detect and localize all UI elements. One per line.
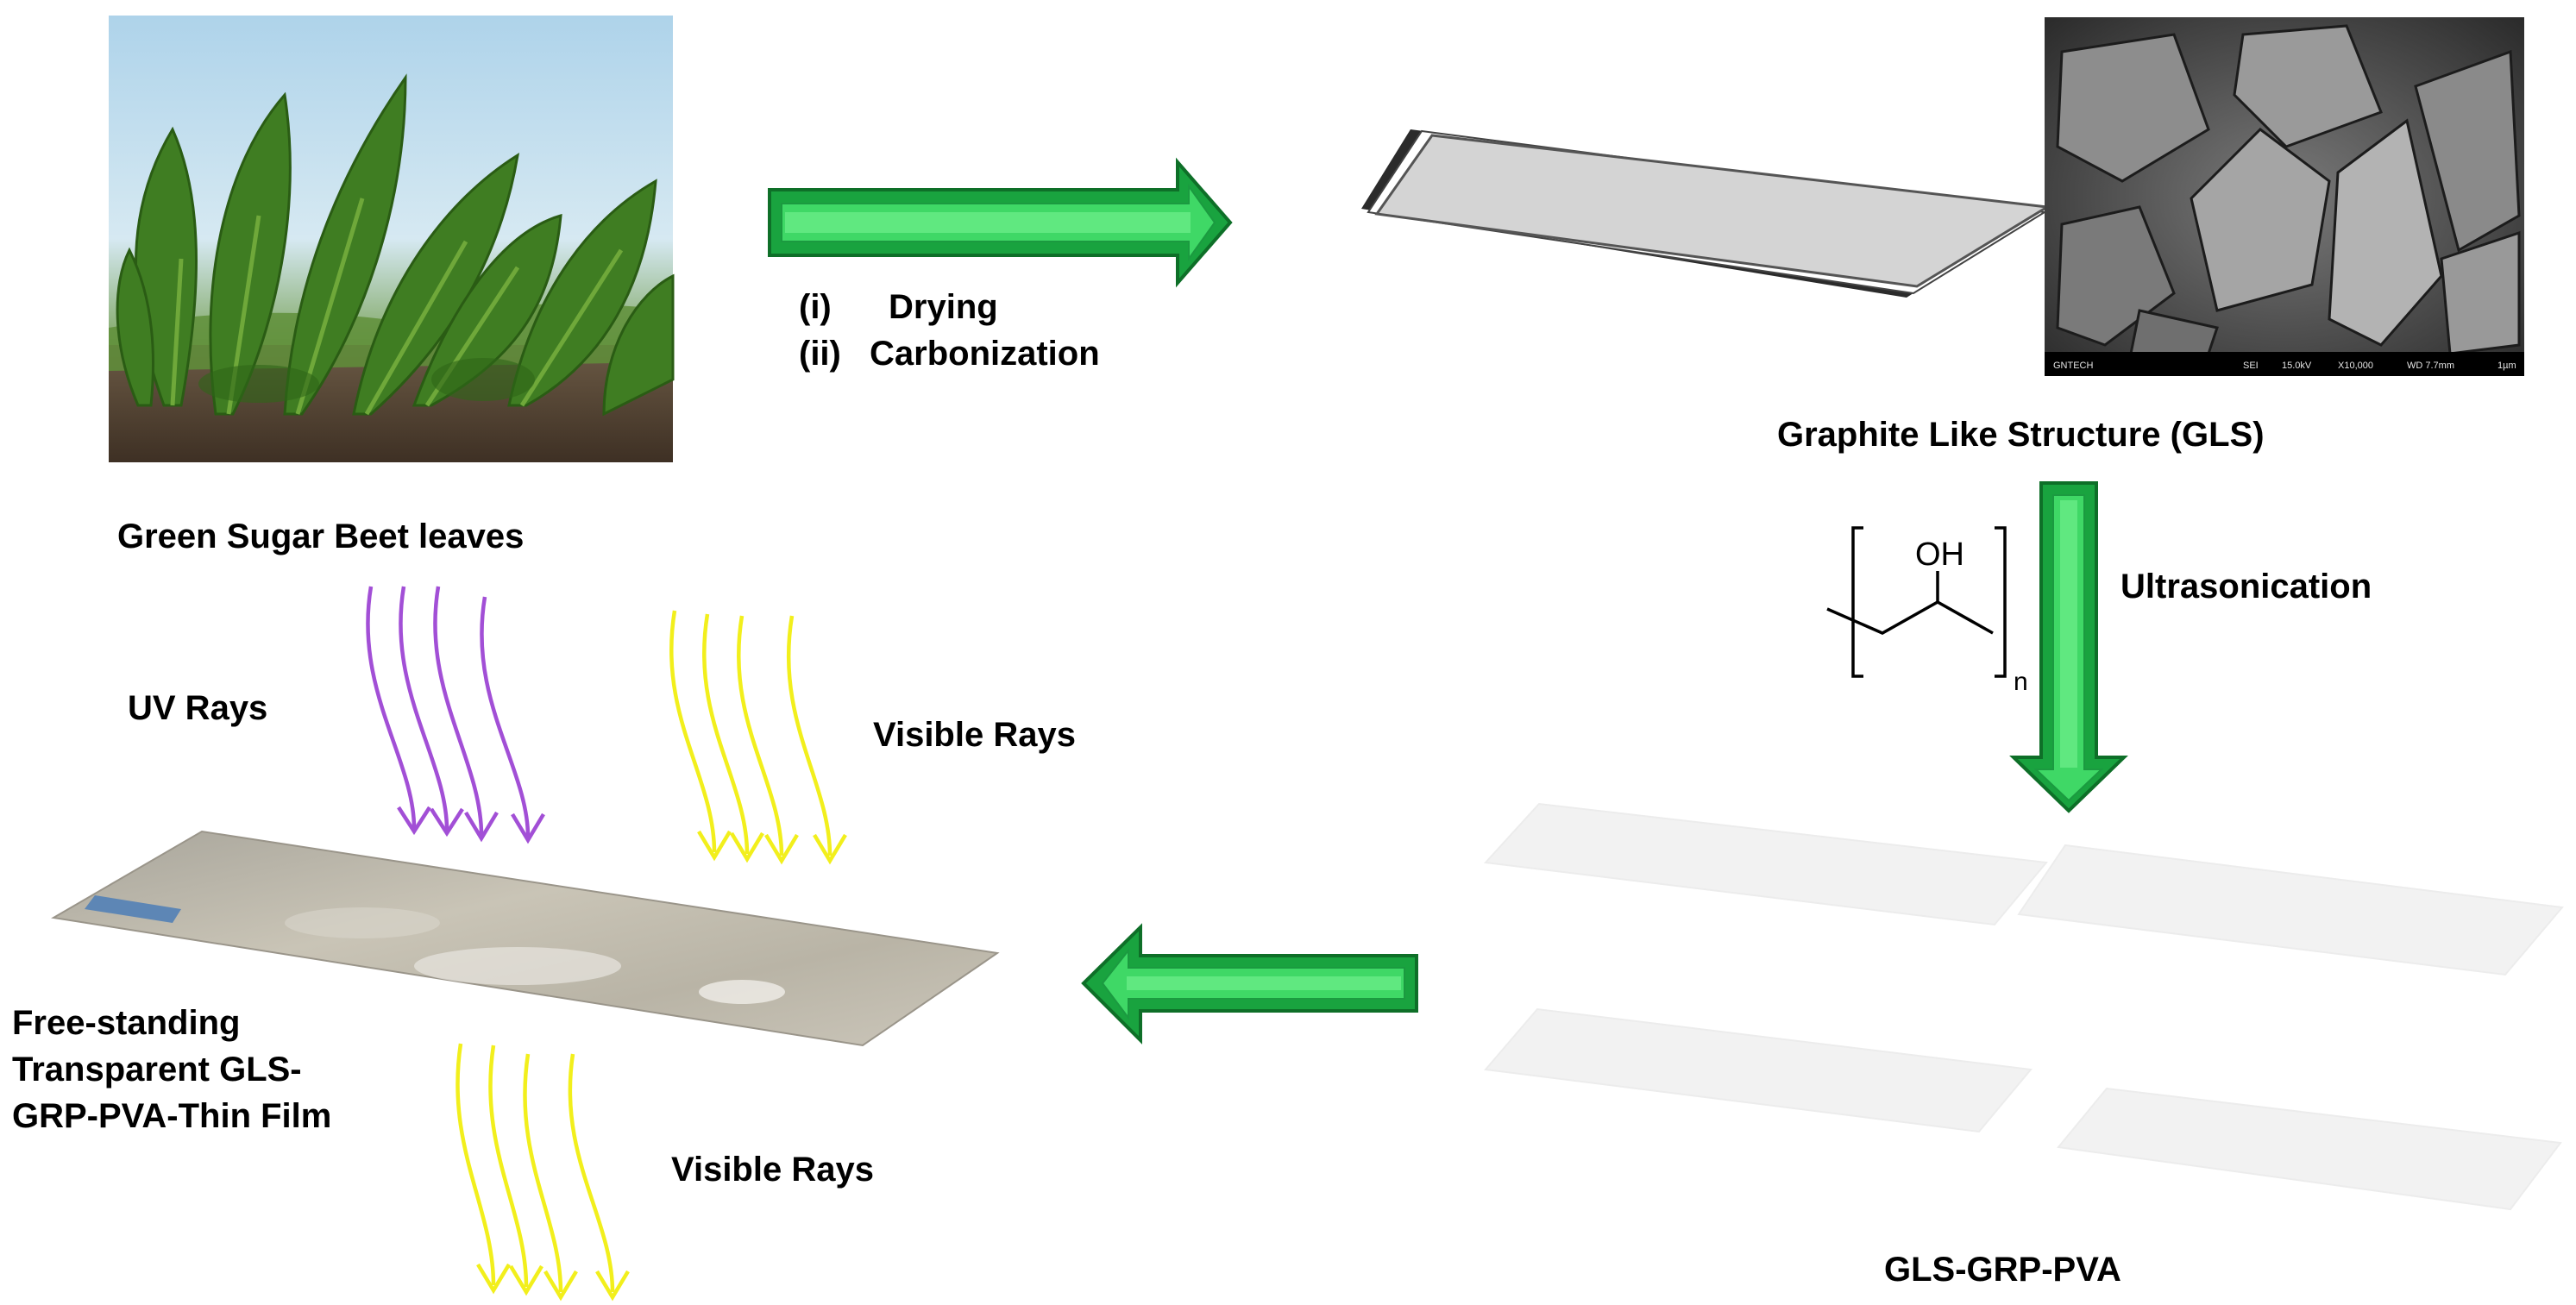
- thin-film-photo: [51, 830, 1000, 1047]
- visible-rays-bottom: [456, 1043, 630, 1302]
- sugar-beet-photo: [109, 16, 675, 462]
- pva-films: [1483, 802, 2564, 1211]
- pva-structure: [1826, 526, 2007, 678]
- step-ii-label: Carbonization: [870, 335, 1100, 373]
- sem-footer-3: X10,000: [2338, 361, 2373, 371]
- visible-rays-top: [669, 610, 847, 865]
- arrow-right-process: [768, 157, 1233, 288]
- pva-oh: OH: [1915, 536, 1964, 573]
- step-i-number: (i): [799, 288, 832, 326]
- product-label: GLS-GRP-PVA: [1884, 1251, 2121, 1289]
- uv-rays-label: UV Rays: [128, 689, 268, 727]
- film-label-line3: GRP-PVA-Thin Film: [12, 1097, 332, 1135]
- ultrasonication-label: Ultrasonication: [2120, 568, 2372, 605]
- arrow-down-process: [2009, 481, 2128, 813]
- step-ii-number: (ii): [799, 335, 841, 373]
- film-label-line2: Transparent GLS-: [12, 1051, 302, 1089]
- carbon-sheet: [1361, 129, 2051, 298]
- sem-footer-4: WD 7.7mm: [2407, 361, 2454, 371]
- sem-footer-0: GNTECH: [2053, 361, 2094, 371]
- sem-footer-1: SEI: [2243, 361, 2259, 371]
- sem-footer-2: 15.0kV: [2282, 361, 2312, 371]
- arrow-left-process: [1081, 923, 1418, 1045]
- uv-rays: [366, 586, 545, 844]
- sem-footer-5: 1µm: [2497, 361, 2516, 371]
- visible-rays-top-label: Visible Rays: [873, 716, 1076, 754]
- visible-rays-bottom-label: Visible Rays: [671, 1151, 874, 1189]
- leaves-label: Green Sugar Beet leaves: [117, 518, 525, 555]
- gls-label: Graphite Like Structure (GLS): [1777, 416, 2265, 454]
- step-i-label: Drying: [889, 288, 998, 326]
- pva-subscript: n: [2014, 668, 2028, 696]
- film-label-line1: Free-standing: [12, 1004, 241, 1042]
- sem-image: GNTECH SEI 15.0kV X10,000 WD 7.7mm 1µm: [2045, 17, 2524, 376]
